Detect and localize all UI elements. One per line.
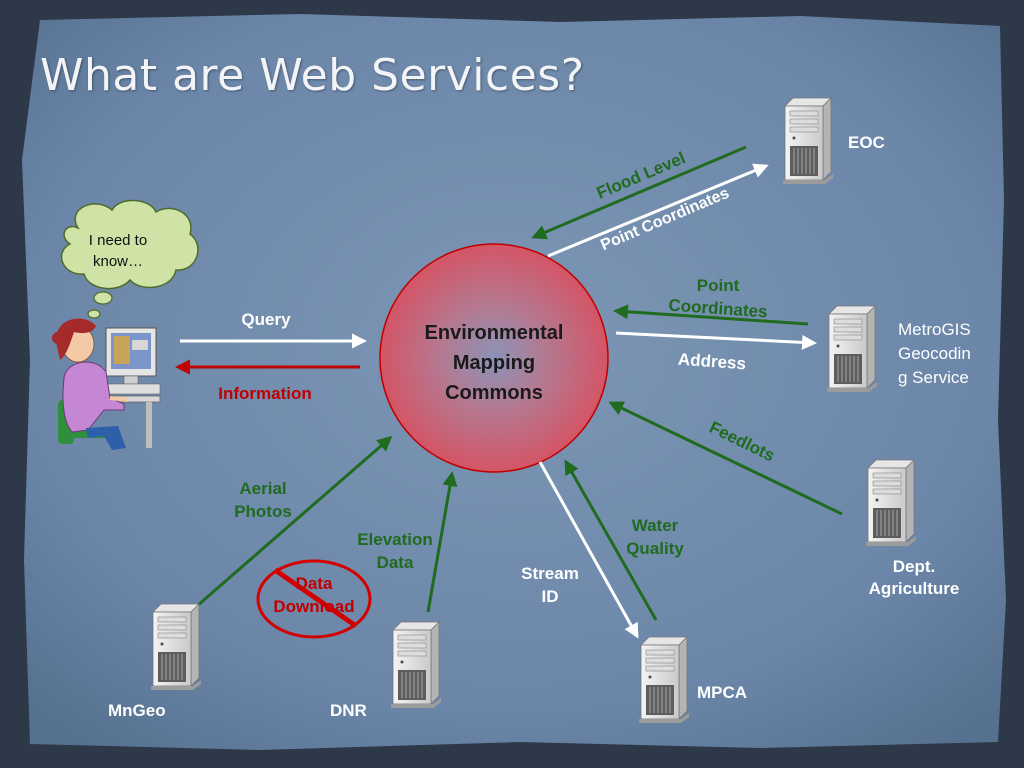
arrow-stream-id bbox=[538, 461, 639, 639]
arrow-address bbox=[615, 331, 817, 350]
arrow-aerial-photos bbox=[196, 436, 393, 608]
server-label-eoc: EOC bbox=[848, 133, 885, 152]
label-data-download: Data Download bbox=[262, 572, 366, 618]
server-icon-mpca bbox=[638, 636, 690, 724]
arrow-elevation-data bbox=[426, 471, 458, 613]
label-water-quality-line1: Water bbox=[631, 516, 679, 535]
hub-label-line1: Environmental bbox=[424, 322, 564, 344]
server-label-metrogis: MetroGIS Geocodin g Service bbox=[898, 318, 971, 390]
label-aerial-photos: Aerial Photos bbox=[218, 477, 308, 523]
label-water-quality-line2: Quality bbox=[626, 539, 684, 558]
thought-text-line2: know… bbox=[92, 253, 144, 270]
label-data-download-line1: Data bbox=[295, 574, 333, 593]
user-at-computer-icon bbox=[52, 318, 161, 450]
label-stream-id-line1: Stream bbox=[521, 564, 579, 583]
label-aerial-photos-line2: Photos bbox=[234, 502, 292, 521]
label-point-coordinates-metro-line1: Point bbox=[696, 276, 740, 295]
server-label-agriculture-line2: Agriculture bbox=[868, 579, 960, 598]
arrow-flood-level bbox=[531, 145, 747, 240]
label-data-download-line2: Download bbox=[273, 597, 355, 616]
arrow-water-quality bbox=[564, 459, 658, 621]
label-aerial-photos-line1: Aerial bbox=[239, 479, 287, 498]
server-icon-mngeo bbox=[150, 603, 202, 691]
hub-circle bbox=[379, 243, 609, 473]
server-icon-eoc bbox=[782, 97, 834, 185]
thought-bubble-icon bbox=[60, 199, 199, 319]
server-label-agriculture: Dept. Agriculture bbox=[858, 556, 970, 600]
arrow-feedlots bbox=[608, 401, 843, 516]
label-stream-id: Stream ID bbox=[510, 562, 590, 608]
thought-text-line1: I need to bbox=[88, 232, 148, 249]
label-point-coordinates-metro-line2: Coordinates bbox=[667, 295, 769, 322]
server-label-metrogis-line3: g Service bbox=[898, 368, 969, 387]
slide-title: What are Web Services? bbox=[40, 50, 585, 101]
label-elevation-data-line2: Data bbox=[376, 553, 414, 572]
label-elevation-data: Elevation Data bbox=[344, 528, 446, 574]
prohibited-icon bbox=[256, 559, 372, 639]
label-stream-id-line2: ID bbox=[541, 587, 559, 606]
server-label-dnr: DNR bbox=[330, 701, 367, 720]
hub-label-line2: Mapping bbox=[452, 352, 536, 374]
server-label-mngeo: MnGeo bbox=[108, 701, 166, 720]
server-icon-metrogis bbox=[826, 305, 878, 393]
hub-label-line3: Commons bbox=[445, 382, 543, 404]
arrow-point-coordinates-metro bbox=[613, 304, 809, 326]
hub-label: Environmental Mapping Commons bbox=[404, 318, 584, 408]
thought-text: I need to know… bbox=[74, 230, 162, 272]
server-icon-agriculture bbox=[865, 459, 917, 547]
label-point-coordinates-metro: Point Coordinates bbox=[650, 274, 786, 321]
arrow-point-coordinates-eoc bbox=[547, 163, 769, 258]
label-query: Query bbox=[241, 310, 291, 329]
server-label-mpca: MPCA bbox=[697, 683, 748, 702]
server-label-metrogis-line1: MetroGIS bbox=[898, 320, 971, 339]
server-label-metrogis-line2: Geocodin bbox=[898, 344, 971, 363]
server-label-agriculture-line1: Dept. bbox=[892, 557, 936, 576]
label-information: Information bbox=[218, 384, 312, 403]
label-water-quality: Water Quality bbox=[610, 514, 700, 560]
label-elevation-data-line1: Elevation bbox=[357, 530, 433, 549]
server-icon-dnr bbox=[390, 621, 442, 709]
